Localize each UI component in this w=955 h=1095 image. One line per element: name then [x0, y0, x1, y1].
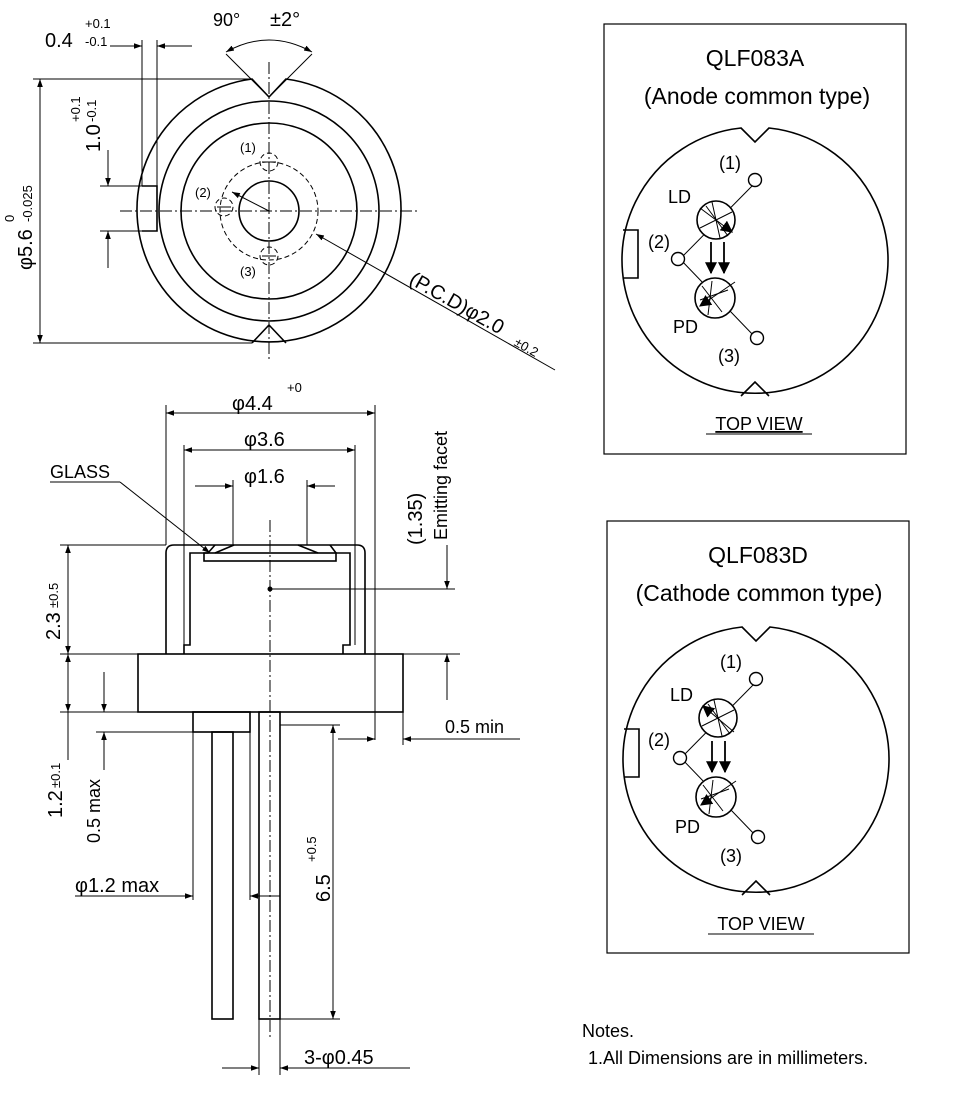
pin-3-label: (3): [240, 264, 256, 279]
panel-d-model: QLF083D: [708, 542, 808, 568]
pcd-tol: ±0.2: [512, 334, 541, 359]
panel-a-type: (Anode common type): [644, 83, 870, 109]
side-slot: [142, 185, 158, 232]
lead-left: [211, 731, 234, 1020]
panel-a-model: QLF083A: [706, 45, 805, 71]
window-diameter-value: φ3.6: [244, 429, 285, 451]
cap-height-tol: ±0.5: [46, 583, 61, 608]
panel-d-pin2-label: (2): [648, 730, 670, 750]
cap-diameter-tol: +0: [287, 380, 302, 395]
outer-diameter-tol-lower: -0.025: [20, 185, 35, 222]
notch-angle-value: 90°: [213, 10, 240, 30]
stem-diameter-value: φ1.2 max: [75, 875, 159, 897]
stem: [192, 711, 251, 733]
glass-diameter-value: φ1.6: [244, 466, 285, 488]
pin-1-label: (1): [240, 140, 256, 155]
outer-diameter-value: φ5.6: [15, 229, 37, 270]
cap-diameter-value: φ4.4: [232, 393, 273, 415]
cap-height-value: 2.3: [43, 612, 65, 640]
lead-diameter-value: 3-φ0.45: [304, 1047, 374, 1069]
panel-d-pin1: [748, 671, 764, 687]
glass-label: GLASS: [50, 462, 110, 482]
pin-2-hole: [214, 197, 234, 217]
panel-d-pin1-label: (1): [720, 652, 742, 672]
slot-depth-tol-upper: +0.1: [68, 96, 83, 122]
panel-d-pin3: [750, 829, 766, 845]
panel-d-pin2: [672, 750, 688, 766]
panel-d-pd-label: PD: [675, 817, 700, 837]
panel-a-pin2: [670, 251, 686, 267]
panel-cathode-common: QLF083D (Cathode common type) LD PD (1) …: [606, 520, 910, 954]
pin-2-label: (2): [195, 185, 211, 200]
outer-diameter-tol-upper: 0: [2, 215, 17, 222]
notes: Notes. 1.All Dimensions are in millimete…: [582, 1021, 868, 1068]
panel-a-pin2-label: (2): [648, 232, 670, 252]
panel-d-view: TOP VIEW: [717, 914, 804, 934]
slot-width-value: 0.4: [45, 30, 73, 52]
panel-d-type: (Cathode common type): [636, 580, 883, 606]
panel-a-view: TOP VIEW: [715, 414, 802, 434]
slot-depth-value: 1.0: [83, 124, 105, 152]
panel-a-pd: [694, 277, 736, 319]
notch-angle-tol: ±2°: [270, 9, 300, 31]
cap-outline: [165, 544, 366, 654]
base-height-tol: ±0.1: [48, 763, 63, 788]
side-view-drawing: φ4.4 +0 φ3.6 φ1.6 GLASS (1.35) Emitting …: [43, 380, 520, 1075]
panel-a-pin1-label: (1): [719, 153, 741, 173]
pcd-value: (P.C.D)φ2.0: [406, 268, 508, 339]
slot-depth-tol-lower: -0.1: [84, 100, 99, 122]
glass-circle: [238, 180, 300, 242]
panel-anode-common: QLF083A (Anode common type) LD PD (1) (2…: [603, 23, 907, 455]
stem-max-value: 0.5 max: [84, 779, 104, 843]
notes-item-1: 1.All Dimensions are in millimeters.: [588, 1048, 868, 1068]
panel-d-pin3-label: (3): [720, 846, 742, 866]
slot-width-tol-lower: -0.1: [85, 34, 107, 49]
lead-length-tol: +0.5: [304, 836, 319, 862]
panel-a-pd-label: PD: [673, 317, 698, 337]
top-view-drawing: (1) (2) (3) 0.4 +0.1 -0.1 90° ±2° 1.0 +0…: [2, 9, 556, 371]
panel-a-pin1: [747, 172, 763, 188]
panel-d-ld-label: LD: [670, 685, 693, 705]
emitting-facet-label: Emitting facet: [431, 431, 451, 540]
notes-title: Notes.: [582, 1021, 634, 1041]
lead-length-value: 6.5: [313, 874, 335, 902]
outer-circle: [136, 78, 402, 343]
panel-d-pd: [695, 776, 737, 818]
slot-width-tol-upper: +0.1: [85, 16, 111, 31]
base-height-value: 1.2: [45, 790, 67, 818]
panel-a-pin3: [749, 330, 765, 346]
flange-min-value: 0.5 min: [445, 717, 504, 737]
emitting-facet-value: (1.35): [405, 493, 427, 545]
panel-a-pin3-label: (3): [718, 346, 740, 366]
cap-circle: [158, 100, 380, 322]
panel-a-ld-label: LD: [668, 187, 691, 207]
